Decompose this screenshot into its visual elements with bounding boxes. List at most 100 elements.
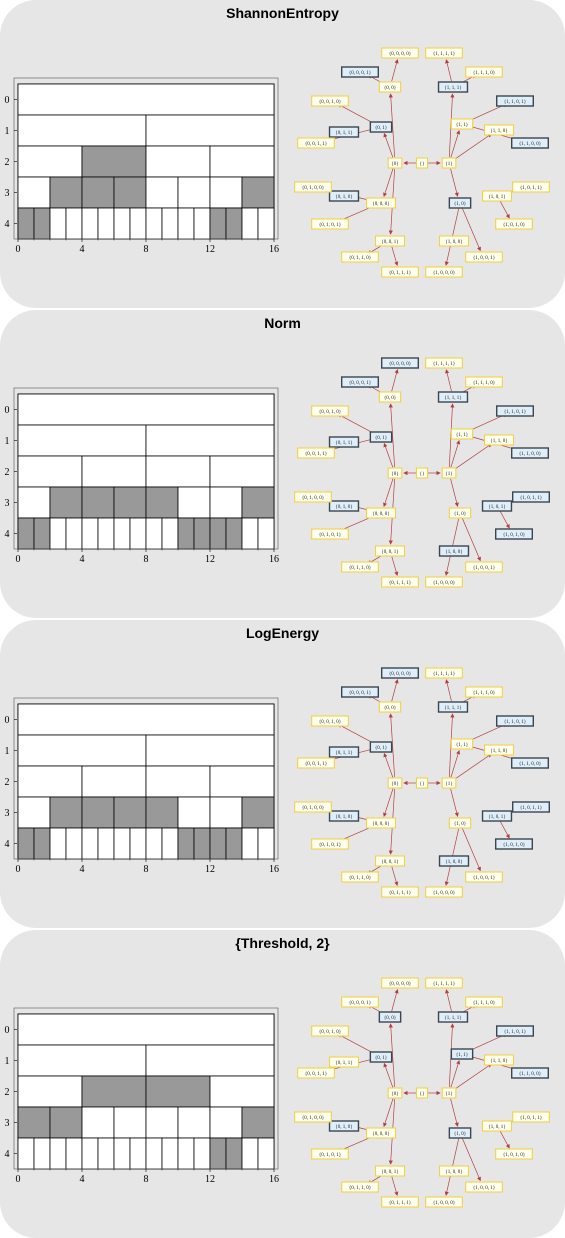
tree-node-box — [441, 1087, 457, 1099]
tree-edge — [383, 168, 394, 198]
tree-edge — [391, 556, 399, 577]
tree-node-box — [297, 137, 335, 149]
tree-node-label: {1, 1, 0} — [490, 749, 507, 754]
tree-node: {0} — [387, 157, 403, 169]
y-tick-label: 1 — [5, 436, 10, 447]
tree-node-label: {1} — [445, 472, 452, 477]
tree-node: {1, 0, 1, 0} — [495, 528, 534, 540]
tree-node: {1, 0, 0, 1} — [465, 1181, 503, 1193]
tree-edge — [383, 478, 394, 508]
tree-node: {1, 0, 1} — [481, 1120, 513, 1132]
table-cell — [177, 796, 211, 829]
table-cell — [17, 393, 275, 426]
table-cell — [257, 827, 275, 860]
tree-node-label: {0, 1, 1, 1} — [389, 1201, 411, 1206]
tree-node-box — [465, 1181, 503, 1193]
tree-node-box — [465, 376, 503, 388]
table-cell — [129, 1137, 147, 1170]
tree-node: {0, 1, 0} — [328, 500, 360, 512]
tree-node: {0, 0, 1} — [374, 235, 406, 247]
y-tick-label: 1 — [5, 746, 10, 757]
table-cell-filled — [33, 827, 51, 860]
tree-node-box-selected — [381, 357, 420, 369]
y-tick-label: 2 — [5, 777, 10, 788]
table-cell — [177, 1137, 195, 1170]
table-cell-filled — [193, 517, 211, 550]
tree-node-label: {0, 0, 1, 1} — [305, 762, 327, 767]
tree-node: {0, 1, 1} — [328, 746, 360, 758]
tree-node-box-selected — [328, 190, 360, 202]
tree-node: {0, 0, 0} — [365, 197, 397, 209]
tree-node: {0, 1, 1, 0} — [341, 1181, 379, 1193]
tree-node-box — [415, 157, 429, 169]
table-cell — [65, 1137, 83, 1170]
table-cell — [65, 827, 83, 860]
table-cell — [49, 1137, 67, 1170]
tree-node-label: {1, 0, 1, 1} — [520, 496, 542, 501]
table-cell — [17, 145, 83, 178]
tree-node: {0, 0, 0, 1} — [341, 66, 380, 78]
table-cell-filled — [49, 176, 83, 209]
tree-node-label: {1, 0, 0, 1} — [473, 1186, 495, 1191]
tree-node-label: {0, 1} — [375, 1056, 387, 1061]
tree-node-box-selected — [341, 376, 380, 388]
tree-node-label: {1, 1, 1, 0} — [473, 381, 495, 386]
tree-node: {0, 0, 1} — [374, 1165, 406, 1177]
table-cell-filled — [17, 207, 35, 240]
tree-node-box — [483, 124, 515, 136]
tree-node-box — [450, 428, 474, 440]
tree-node-box — [381, 576, 419, 588]
panel-title: {Threshold, 2} — [235, 935, 330, 951]
tree-node: {0, 1, 0} — [328, 810, 360, 822]
y-tick-label: 4 — [5, 839, 10, 850]
tree-node-box — [341, 996, 379, 1008]
tree-node: {0} — [387, 1087, 403, 1099]
tree-node: {0, 0, 1} — [374, 855, 406, 867]
tree-node-box-selected — [437, 391, 469, 403]
tree-node: {0, 1} — [369, 741, 393, 753]
tree-node-label: {1, 0, 0} — [445, 1170, 462, 1175]
panel-title: Norm — [264, 315, 301, 331]
tree-node: {1, 0} — [448, 507, 472, 519]
tree-edge — [499, 1130, 510, 1149]
table-cell — [241, 827, 259, 860]
tree-node-label: {} — [420, 162, 425, 167]
tree-node: {1, 1, 1, 0} — [465, 996, 503, 1008]
tree-node: {0} — [387, 777, 403, 789]
tree-node-label: {1, 0, 1, 1} — [520, 806, 542, 811]
table-cell-filled — [225, 827, 243, 860]
tree-node-box — [415, 1087, 429, 1099]
tree-node-label: {0, 0, 0} — [372, 512, 389, 517]
packet-tree: {}{0}{1}{0, 0}{0, 1}{1, 0}{1, 1}{0, 0, 0… — [294, 667, 551, 898]
table-cell-filled — [209, 827, 227, 860]
tree-node-box — [425, 977, 463, 989]
tree-edge — [388, 713, 395, 778]
tree-edge — [388, 403, 395, 468]
tree-node-box — [425, 1196, 463, 1208]
tree-node-label: {0, 1, 1} — [335, 1061, 352, 1066]
tree-node-box — [294, 1111, 332, 1123]
table-cell — [129, 827, 147, 860]
tree-node-box — [483, 434, 515, 446]
tree-node: {0, 0, 1, 0} — [311, 405, 349, 417]
tree-node-label: {1, 0, 1, 0} — [503, 843, 525, 848]
table-cell — [17, 1075, 83, 1108]
tree-edge — [467, 413, 508, 432]
tree-node-label: {1, 1, 0, 1} — [504, 1030, 526, 1035]
tree-edge — [462, 1138, 481, 1182]
table-cell — [49, 827, 67, 860]
tree-node: {0, 0} — [378, 391, 402, 403]
tree-node: {0} — [387, 467, 403, 479]
tree-node-label: {0, 1, 1, 0} — [349, 876, 371, 881]
table-cell-filled — [17, 1106, 51, 1139]
tree-node-box — [381, 1196, 419, 1208]
tree-edge — [467, 103, 508, 122]
tree-node-box — [448, 817, 472, 829]
tree-node-label: {1, 1, 0, 1} — [504, 720, 526, 725]
table-cell-filled — [225, 207, 243, 240]
x-tick-label: 4 — [80, 244, 85, 255]
tree-node-label: {} — [420, 782, 425, 787]
tree-edge — [450, 478, 459, 507]
